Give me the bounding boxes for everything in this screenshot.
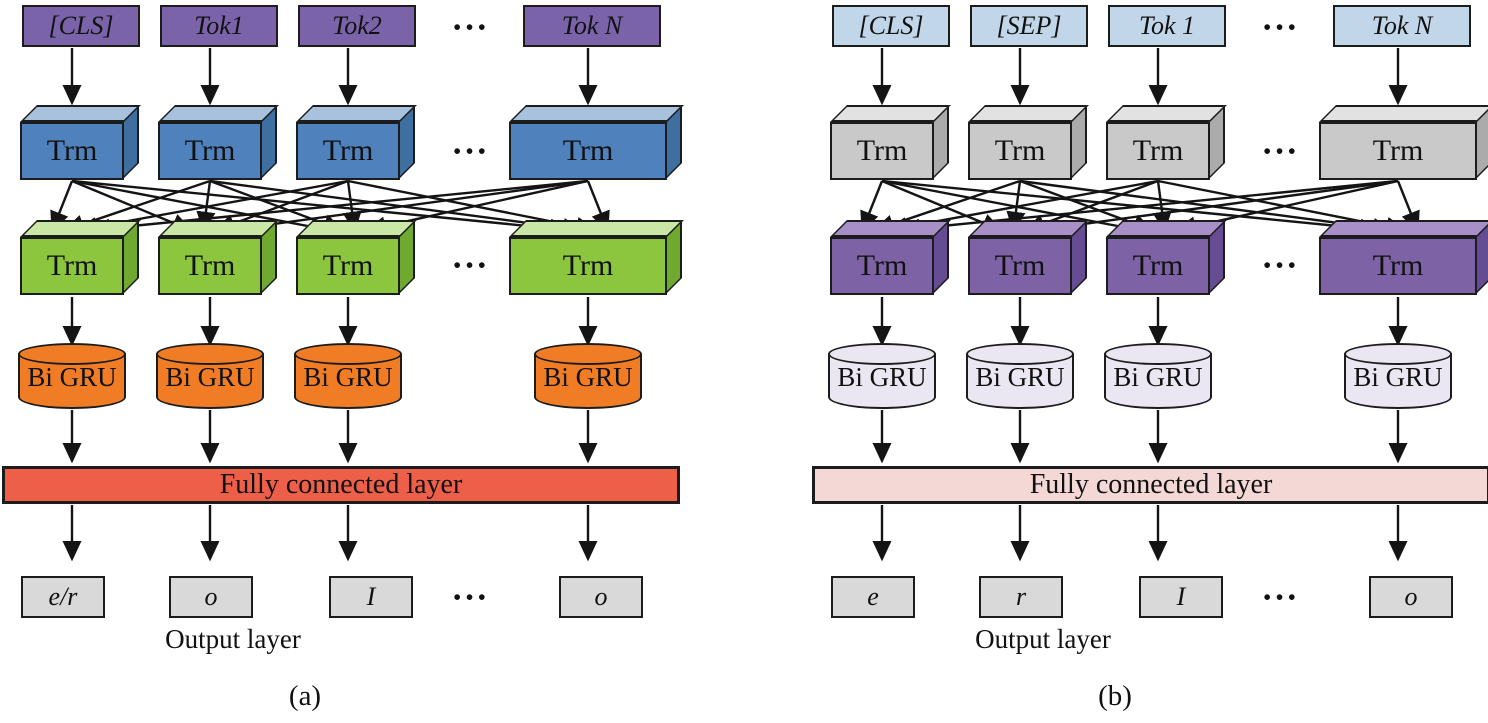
ellipsis: •••	[1263, 253, 1301, 277]
trm-box: Trm	[509, 105, 689, 180]
trm-box: Trm	[509, 220, 689, 295]
cylinder-top	[156, 343, 264, 365]
cylinder-top	[966, 343, 1074, 365]
trm-label: Trm	[830, 122, 934, 180]
box-top-face	[1319, 220, 1488, 237]
trm-box: Trm	[1106, 220, 1286, 295]
trm-box: Trm	[158, 220, 338, 295]
trm-box: Trm	[296, 105, 476, 180]
trm-box: Trm	[968, 220, 1148, 295]
token-box-tokn: Tok N	[1333, 5, 1471, 47]
output-box: o	[559, 576, 643, 618]
token-box-tok2: Tok2	[298, 5, 416, 47]
token-box-cls: [CLS]	[22, 5, 140, 47]
gru-label: Bi GRU	[543, 362, 633, 392]
box-top-face	[509, 220, 684, 237]
ellipsis: •••	[1263, 15, 1301, 39]
gru-label: Bi GRU	[1353, 362, 1443, 392]
trm-label: Trm	[509, 122, 667, 180]
box-top-face	[1319, 105, 1488, 122]
token-box-cls: [CLS]	[832, 5, 950, 47]
ellipsis: •••	[453, 139, 491, 163]
trm-label: Trm	[830, 237, 934, 295]
gru-cylinder: Bi GRU	[18, 343, 126, 409]
box-top-face	[509, 105, 684, 122]
ellipsis: •••	[453, 585, 491, 609]
token-box-tok1: Tok 1	[1108, 5, 1226, 47]
trm-label: Trm	[1106, 122, 1210, 180]
token-box-sep: [SEP]	[970, 5, 1088, 47]
output-box: e/r	[21, 576, 105, 618]
output-layer-label: Output layer	[165, 624, 301, 654]
gru-label: Bi GRU	[303, 362, 393, 392]
trm-label: Trm	[509, 237, 667, 295]
cylinder-top	[18, 343, 126, 365]
ellipsis: •••	[1263, 585, 1301, 609]
gru-label: Bi GRU	[27, 362, 117, 392]
cylinder-top	[294, 343, 402, 365]
panel-b: [CLS] [SEP] Tok 1 ••• Tok N Trm Trm Trm …	[810, 0, 1488, 723]
trm-box: Trm	[1319, 105, 1488, 180]
trm-label: Trm	[296, 237, 400, 295]
trm-label: Trm	[1106, 237, 1210, 295]
trm-box: Trm	[830, 105, 1010, 180]
trm-label: Trm	[1319, 237, 1477, 295]
trm-box: Trm	[1319, 220, 1488, 295]
gru-label: Bi GRU	[1113, 362, 1203, 392]
cylinder-top	[828, 343, 936, 365]
output-box: r	[979, 576, 1063, 618]
gru-cylinder: Bi GRU	[1344, 343, 1452, 409]
token-box-tok1: Tok1	[160, 5, 278, 47]
trm-label: Trm	[968, 122, 1072, 180]
output-box: I	[1139, 576, 1223, 618]
trm-label: Trm	[20, 237, 124, 295]
trm-box: Trm	[20, 105, 200, 180]
trm-box: Trm	[20, 220, 200, 295]
gru-label: Bi GRU	[837, 362, 927, 392]
trm-label: Trm	[20, 122, 124, 180]
cylinder-body	[828, 354, 936, 409]
panel-caption: (b)	[1098, 680, 1132, 712]
fully-connected-bar: Fully connected layer	[812, 466, 1488, 504]
trm-label: Trm	[968, 237, 1072, 295]
gru-cylinder: Bi GRU	[1104, 343, 1212, 409]
trm-box: Trm	[1106, 105, 1286, 180]
gru-label: Bi GRU	[975, 362, 1065, 392]
cylinder-top	[534, 343, 642, 365]
ellipsis: •••	[1263, 139, 1301, 163]
output-layer-label: Output layer	[975, 624, 1111, 654]
output-box: e	[831, 576, 915, 618]
trm-label: Trm	[158, 237, 262, 295]
token-box-tokn: Tok N	[523, 5, 661, 47]
cylinder-top	[1104, 343, 1212, 365]
trm-label: Trm	[158, 122, 262, 180]
ellipsis: •••	[453, 253, 491, 277]
trm-box: Trm	[968, 105, 1148, 180]
gru-cylinder: Bi GRU	[156, 343, 264, 409]
output-box: o	[169, 576, 253, 618]
trm-box: Trm	[296, 220, 476, 295]
trm-box: Trm	[158, 105, 338, 180]
output-box: I	[329, 576, 413, 618]
cylinder-top	[1344, 343, 1452, 365]
gru-cylinder: Bi GRU	[534, 343, 642, 409]
panel-a: [CLS] Tok1 Tok2 ••• Tok N Trm Trm Trm ••…	[0, 0, 690, 723]
output-box: o	[1369, 576, 1453, 618]
gru-cylinder: Bi GRU	[294, 343, 402, 409]
trm-label: Trm	[1319, 122, 1477, 180]
gru-cylinder: Bi GRU	[966, 343, 1074, 409]
panel-caption: (a)	[288, 680, 322, 712]
trm-label: Trm	[296, 122, 400, 180]
fully-connected-bar: Fully connected layer	[2, 466, 680, 504]
trm-box: Trm	[830, 220, 1010, 295]
ellipsis: •••	[453, 15, 491, 39]
gru-cylinder: Bi GRU	[828, 343, 936, 409]
gru-label: Bi GRU	[165, 362, 255, 392]
